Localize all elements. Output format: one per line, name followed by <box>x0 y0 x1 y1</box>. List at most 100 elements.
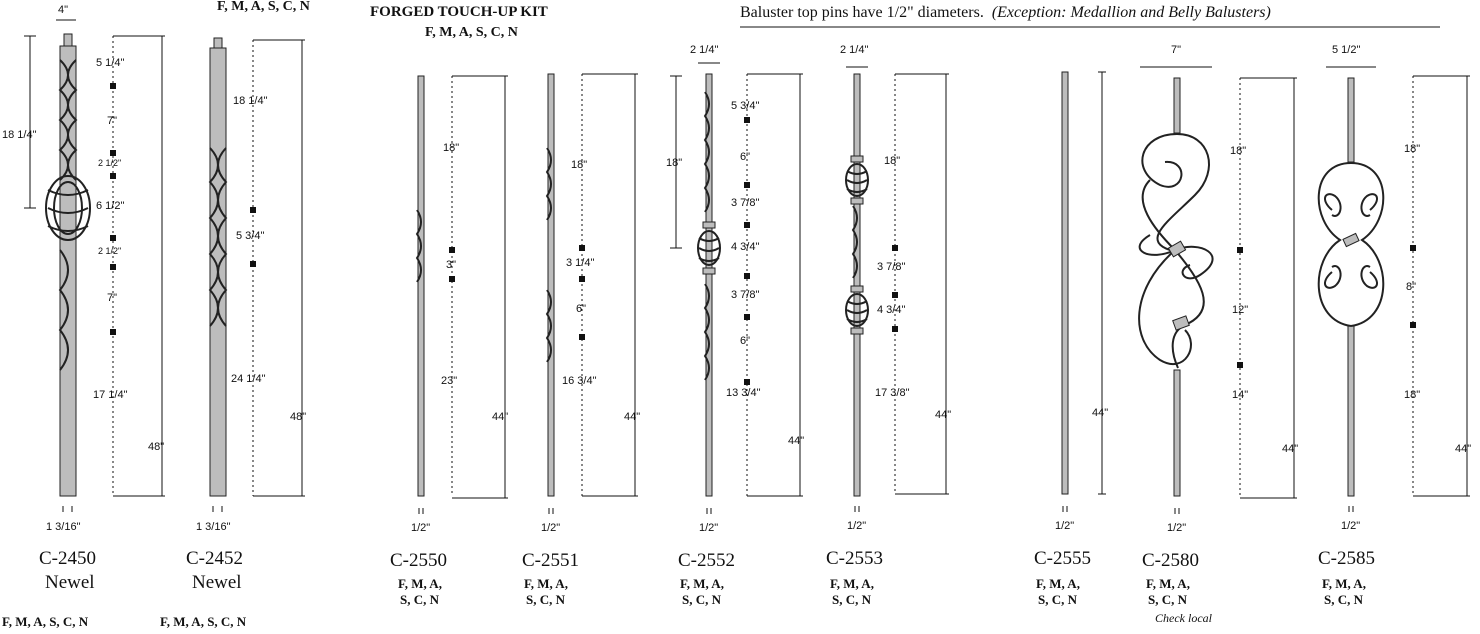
baluster-bar <box>1173 77 1181 134</box>
segment-label: 3 7/8" <box>731 289 759 301</box>
segment-label: 3 7/8" <box>877 261 905 273</box>
segment-label: 18" <box>1404 389 1420 401</box>
model-number: C-2452 <box>186 548 243 569</box>
finish-codes: F, M, A, <box>1322 576 1366 591</box>
finish-codes: F, M, A, <box>524 576 568 591</box>
kit-title: FORGED TOUCH-UP KIT <box>370 4 548 20</box>
total-label: 44" <box>1282 443 1298 455</box>
segment-label: 5 3/4" <box>731 100 759 112</box>
note-main: Baluster top pins have 1/2" diameters. <box>740 4 984 21</box>
finish-codes: F, M, A, <box>1036 576 1080 591</box>
basket-icon <box>845 285 869 335</box>
side-label: 18 1/4" <box>2 129 37 141</box>
top-pin <box>213 37 223 49</box>
width-label: 5 1/2" <box>1332 44 1360 56</box>
model-number: C-2553 <box>826 548 883 569</box>
finish-codes: S, C, N <box>832 592 872 607</box>
finish-codes: F, M, A, <box>1146 576 1190 591</box>
product-c-2450: 4" 18 1/4" 5 1/4" 7" 2 1/2" 6 1 <box>2 4 165 629</box>
segment-label: 24 1/4" <box>231 373 266 385</box>
total-label: 44" <box>624 411 640 423</box>
segment-label: 17 1/4" <box>93 389 128 401</box>
segment-label: 3" <box>446 259 456 271</box>
width-label: 4" <box>58 4 68 16</box>
pin-label: 1/2" <box>847 520 866 532</box>
baluster-bar <box>1347 77 1355 163</box>
total-label: 44" <box>492 411 508 423</box>
finish-codes: F, M, A, S, C, N <box>160 614 247 629</box>
segment-label: 3 7/8" <box>731 197 759 209</box>
model-number: C-2550 <box>390 550 447 571</box>
baluster-bar <box>853 73 861 497</box>
product-c-2551: 18" 3 1/4" 6" 16 3/4" 44" 1/2" C-2551 F,… <box>522 73 640 607</box>
finish-codes: S, C, N <box>1038 592 1078 607</box>
segment-label: 2 1/2" <box>98 158 121 168</box>
segment-label: 12" <box>1232 304 1248 316</box>
product-c-2552: 2 1/4" 18" 5 3/4" 6" 3 7/8" 4 3/4" 3 7/8… <box>666 44 804 607</box>
product-c-2555: 44" 1/2" C-2555 F, M, A, S, C, N <box>1034 71 1108 607</box>
segment-label: 5 3/4" <box>236 230 264 242</box>
total-label: 44" <box>788 435 804 447</box>
twist-icon <box>851 205 858 279</box>
basket-icon <box>845 155 869 205</box>
finish-codes: F, M, A, <box>398 576 442 591</box>
segment-label: 18" <box>884 155 900 167</box>
segment-label: 6 1/2" <box>96 200 124 212</box>
model-number: C-2585 <box>1318 548 1375 569</box>
model-subtitle: Newel <box>192 572 242 593</box>
total-label: 44" <box>1455 443 1471 455</box>
segment-label: 8" <box>1406 281 1416 293</box>
total-label: 44" <box>1092 407 1108 419</box>
pin-label: 1/2" <box>411 522 430 534</box>
finish-codes: S, C, N <box>400 592 440 607</box>
side-label: 18" <box>666 157 682 169</box>
twist-icon <box>58 59 78 371</box>
finish-codes: F, M, A, S, C, N <box>2 614 89 629</box>
total-label: 48" <box>148 441 164 453</box>
basket-icon <box>45 175 91 241</box>
note-text: Baluster top pins have 1/2" diameters. (… <box>740 4 1271 21</box>
pin-label: 1 3/16" <box>46 521 81 533</box>
model-number: C-2555 <box>1034 548 1091 569</box>
segment-label: 14" <box>1232 389 1248 401</box>
pin-label: 1/2" <box>1341 520 1360 532</box>
segment-label: 6" <box>740 335 750 347</box>
model-number: C-2552 <box>678 550 735 571</box>
model-subtitle: Newel <box>45 572 95 593</box>
model-number: C-2580 <box>1142 550 1199 571</box>
segment-label: 13 3/4" <box>726 387 761 399</box>
basket-icon <box>697 221 721 275</box>
segment-label: 16 3/4" <box>562 375 597 387</box>
model-number: C-2450 <box>39 548 96 569</box>
pin-label: 1/2" <box>699 522 718 534</box>
segment-label: 18" <box>1230 145 1246 157</box>
segment-label: 18" <box>1404 143 1420 155</box>
product-c-2452: 18 1/4" 5 3/4" 24 1/4" 48" 1 3/16" C-245… <box>160 37 306 629</box>
segment-label: 6" <box>576 303 586 315</box>
segment-label: 3 1/4" <box>566 257 594 269</box>
twist-icon <box>703 91 710 213</box>
finish-codes: S, C, N <box>526 592 566 607</box>
scroll-icon <box>1138 133 1214 369</box>
pin-label: 1 3/16" <box>196 521 231 533</box>
segment-label: 5 1/4" <box>96 57 124 69</box>
width-label: 7" <box>1171 44 1181 56</box>
width-label: 2 1/4" <box>690 44 718 56</box>
finish-codes: F, M, A, <box>680 576 724 591</box>
product-c-2585: 5 1/2" 18" 8" 18" 44" 1/2" C-2585 F, M, … <box>1317 44 1471 607</box>
segment-label: 17 3/8" <box>875 387 910 399</box>
top-pin <box>63 33 73 47</box>
twist-icon <box>415 209 422 283</box>
product-c-2550: 18" 3" 23" 44" 1/2" C-2550 F, M, A, S, C… <box>390 75 508 607</box>
baluster-bar <box>547 73 555 497</box>
segment-label: 18" <box>443 142 459 154</box>
segment-label: 6" <box>740 151 750 163</box>
segment-label: 4 3/4" <box>731 241 759 253</box>
finish-codes: S, C, N <box>682 592 722 607</box>
segment-label: 7" <box>107 115 117 127</box>
baluster-bar <box>1061 71 1069 495</box>
segment-label: 2 1/2" <box>98 246 121 256</box>
segment-label: 4 3/4" <box>877 304 905 316</box>
finish-codes: S, C, N <box>1324 592 1364 607</box>
